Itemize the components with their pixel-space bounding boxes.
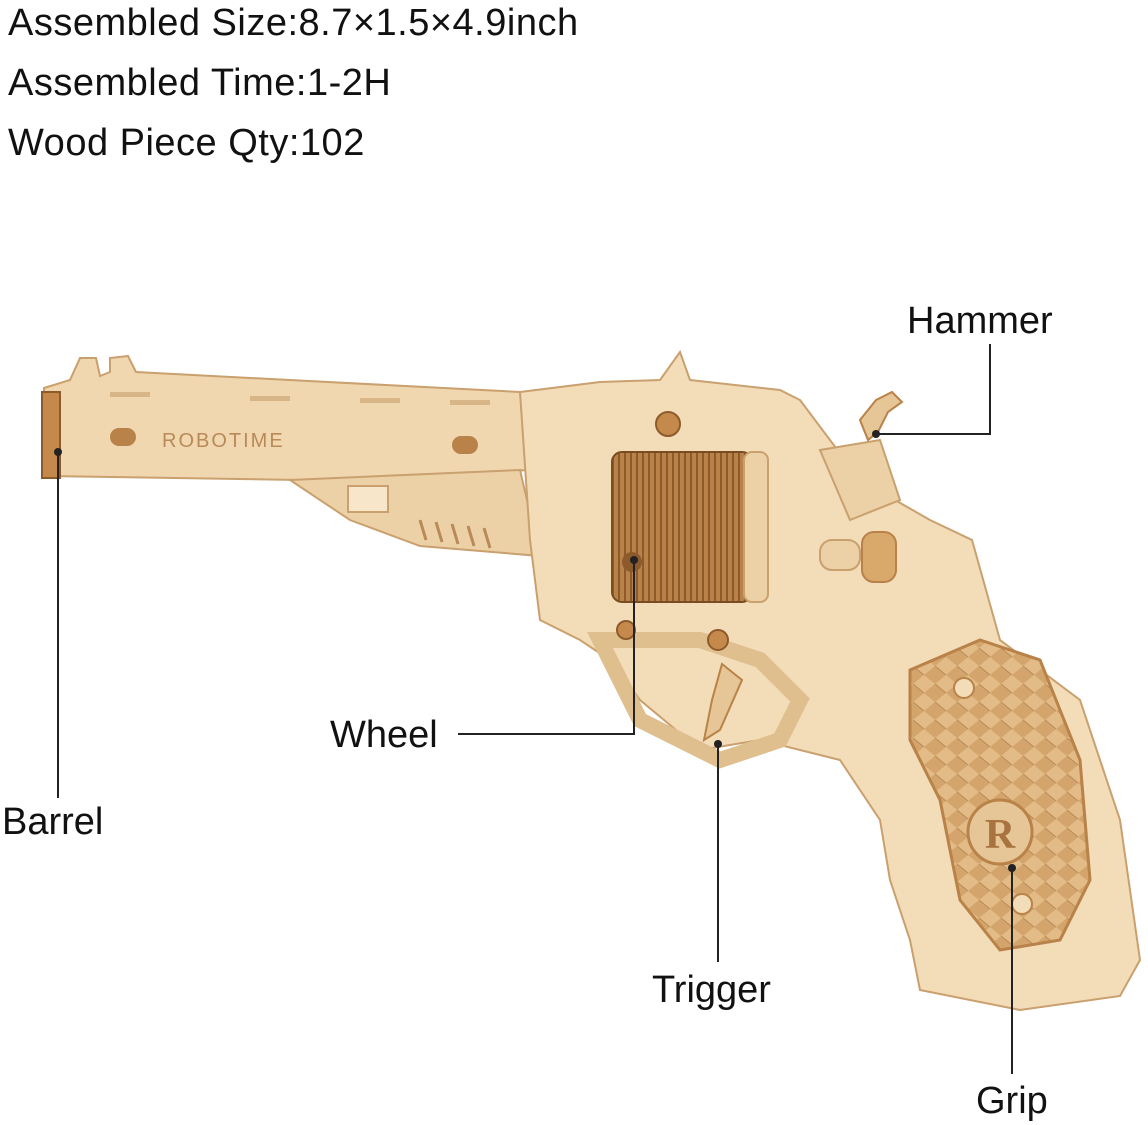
hammer-part xyxy=(858,390,904,442)
barrel-part: ROBOTIME xyxy=(41,354,542,558)
trigger-label: Trigger xyxy=(652,969,771,1011)
grip-logo: R xyxy=(985,812,1016,858)
barrel-leader-dot xyxy=(54,448,62,456)
spec-assembled-size: Assembled Size:8.7×1.5×4.9inch xyxy=(8,2,579,44)
trigger-part xyxy=(587,620,810,769)
hammer-leader-dot xyxy=(872,430,880,438)
spec-assembled-time: Assembled Time:1-2H xyxy=(8,62,392,104)
barrel-label: Barrel xyxy=(2,801,104,843)
grip-leader-dot xyxy=(1008,864,1016,872)
grip-label: Grip xyxy=(976,1080,1048,1122)
engraving-text: ROBOTIME xyxy=(162,430,285,452)
hammer-leader xyxy=(876,344,991,435)
spec-wood-piece-qty: Wood Piece Qty:102 xyxy=(8,122,365,164)
hammer-label: Hammer xyxy=(907,300,1053,342)
wheel-leader-dot xyxy=(630,556,638,564)
trigger-leader-dot xyxy=(714,740,722,748)
callout-lines xyxy=(57,344,1013,1074)
wheel-leader xyxy=(458,560,635,735)
wheel-part xyxy=(611,451,769,603)
grip-part: R xyxy=(908,638,1092,952)
wheel-label: Wheel xyxy=(330,714,438,756)
